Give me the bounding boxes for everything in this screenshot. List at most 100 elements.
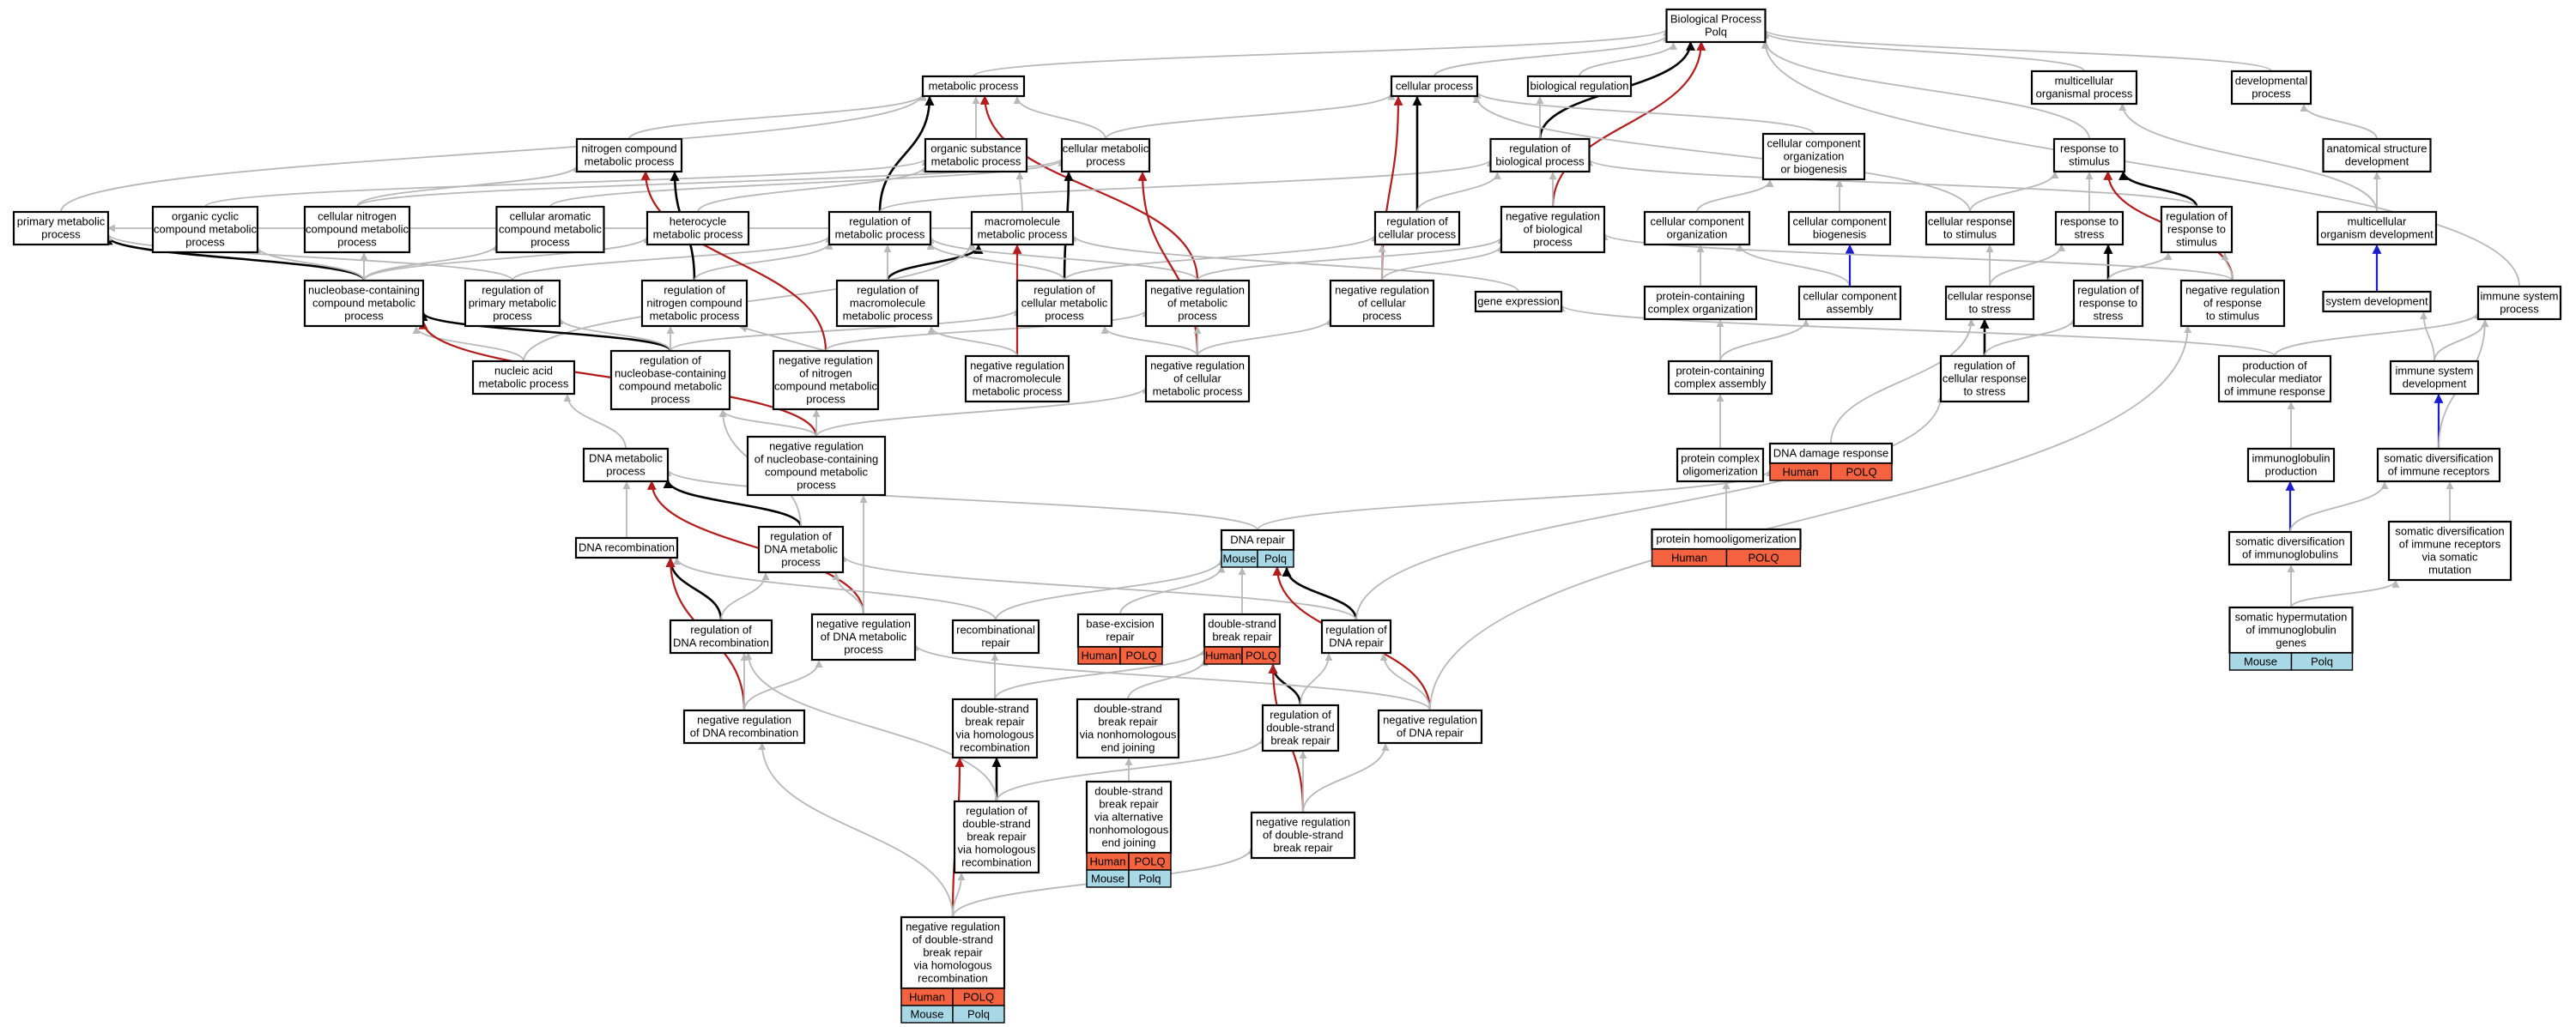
go-term-label: end joining <box>1101 741 1155 754</box>
go-term-reg-nucleobase-metabolic[interactable]: regulation ofnucleobase-containingcompou… <box>609 349 731 411</box>
go-term-label: to stress <box>1963 385 2006 398</box>
go-term-box <box>924 137 1028 173</box>
go-term-cellular-process[interactable]: cellular process <box>1390 75 1479 98</box>
gray-edge <box>926 241 1065 281</box>
go-term-label: cellular component <box>1650 215 1744 228</box>
go-term-biological-regulation[interactable]: biological regulation <box>1526 75 1633 98</box>
gray-edge <box>694 241 833 281</box>
go-term-label: metabolic process <box>929 80 1019 93</box>
go-term-label: response to <box>2167 223 2226 236</box>
go-term-label: of DNA repair <box>1397 727 1464 740</box>
go-term-label: via homologous <box>955 728 1034 741</box>
go-term-label: production <box>2265 465 2318 478</box>
go-term-system-development[interactable]: system development <box>2322 290 2432 313</box>
species-label: Mouse <box>910 1008 943 1021</box>
go-term-label: cellular aromatic <box>510 210 591 223</box>
go-term-metabolic[interactable]: metabolic process <box>921 75 1026 98</box>
go-term-dna-recombination[interactable]: DNA recombination <box>574 536 679 559</box>
gray-edge <box>549 158 1066 208</box>
go-term-box <box>1373 210 1461 246</box>
go-term-label: regulation of <box>664 284 725 297</box>
go-term-label: DNA metabolic <box>589 452 663 465</box>
go-term-box <box>810 613 917 662</box>
go-term-gene-expression[interactable]: gene expression <box>1474 290 1563 313</box>
go-term-label: process <box>2252 88 2291 100</box>
